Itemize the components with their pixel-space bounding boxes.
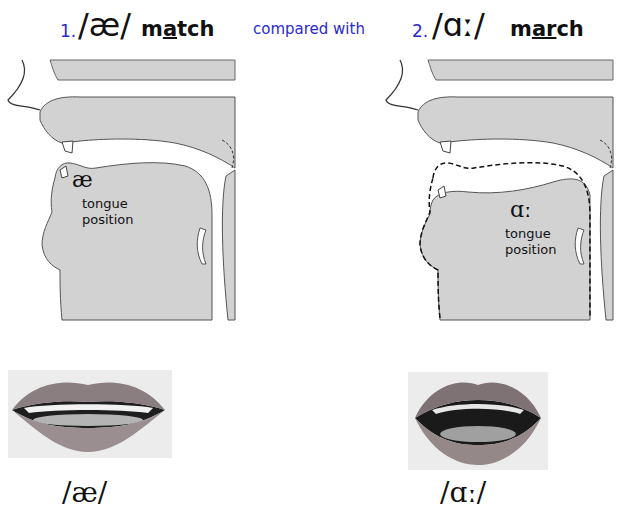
- upper-tooth: [62, 141, 73, 153]
- epiglottis: [197, 228, 206, 264]
- item-number: 1.: [60, 21, 76, 41]
- lower-lip: [415, 418, 541, 465]
- example-word: match: [141, 17, 215, 42]
- item-number: 2.: [412, 21, 428, 41]
- comparison-note: compared with: [253, 20, 365, 38]
- palate: [418, 97, 613, 168]
- tongue-symbol: æ: [72, 167, 93, 193]
- upper-lip: [415, 383, 541, 418]
- velum-outline: [600, 140, 612, 168]
- left-section: [8, 60, 235, 320]
- lip-caption: /æ/: [62, 476, 107, 510]
- phoneme-symbol: /ɑː/: [432, 6, 485, 44]
- lower-tooth: [60, 166, 68, 178]
- velum-outline: [222, 140, 234, 168]
- tongue-and-jaw: [420, 179, 590, 320]
- lip-caption: /ɑː/: [440, 476, 486, 510]
- upper-teeth: [432, 404, 524, 414]
- epiglottis: [575, 228, 584, 264]
- example-word: march: [510, 17, 584, 42]
- upper-teeth: [24, 404, 153, 413]
- upper-lip: [12, 382, 165, 410]
- tongue: [33, 414, 143, 426]
- right-section: [386, 60, 613, 320]
- photo-ground: [8, 370, 172, 458]
- photo-ground: [408, 372, 548, 470]
- tongue-label: tongue position: [82, 196, 154, 227]
- skull-band: [50, 60, 235, 80]
- tongue-label: tongue position: [505, 226, 577, 257]
- lower-tooth: [438, 186, 446, 198]
- tongue: [440, 426, 516, 442]
- lower-lip: [12, 410, 165, 452]
- pharynx-wall: [600, 170, 613, 320]
- tongue-and-jaw: [42, 163, 212, 320]
- palate: [40, 97, 235, 168]
- previous-tongue-outline: [420, 163, 590, 318]
- spread-lips: [8, 370, 172, 458]
- nose-outline: [8, 60, 40, 110]
- nose-outline: [386, 60, 418, 110]
- tongue-symbol: ɑː: [510, 197, 532, 223]
- skull-band: [428, 60, 613, 80]
- pharynx-wall: [222, 170, 235, 320]
- phoneme-symbol: /æ/: [78, 6, 131, 44]
- upper-tooth: [440, 141, 451, 153]
- rounded-lips: [408, 372, 548, 470]
